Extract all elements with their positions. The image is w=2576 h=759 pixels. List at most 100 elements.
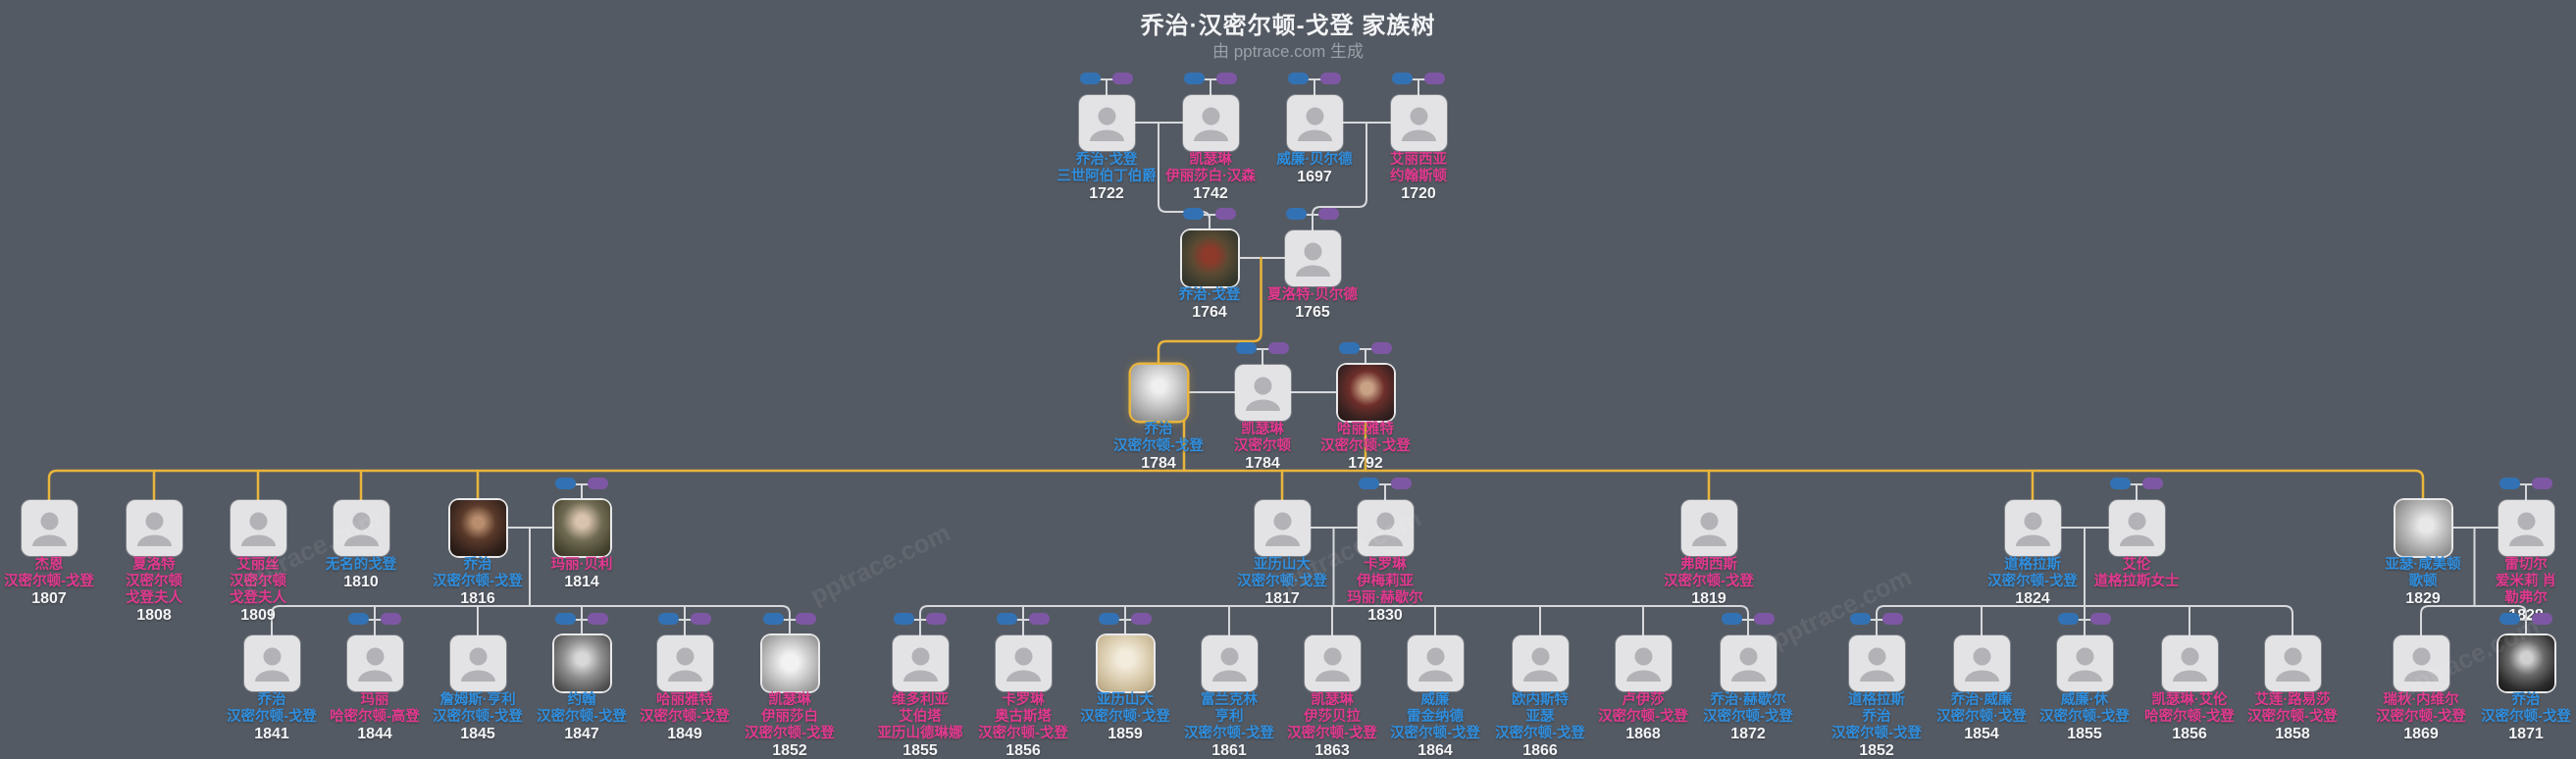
person-card-c09[interactable] [1098, 635, 1154, 691]
father-link-button[interactable] [1183, 208, 1204, 220]
mother-link-button[interactable] [1320, 73, 1341, 84]
mother-link-button[interactable] [381, 613, 401, 625]
person-silhouette-icon [1954, 635, 2010, 691]
person-silhouette-icon [244, 635, 300, 691]
father-link-button[interactable] [1236, 342, 1257, 354]
birth-year: 1866 [1476, 742, 1604, 759]
mother-link-button[interactable] [1754, 613, 1775, 625]
person-card-d1824[interactable] [2005, 500, 2061, 556]
father-link-button[interactable] [1286, 208, 1307, 220]
mother-link-button[interactable] [588, 613, 608, 625]
person-card-f1819[interactable] [1681, 500, 1737, 556]
person-card-c18[interactable] [2057, 635, 2113, 691]
father-link-button[interactable] [997, 613, 1017, 625]
person-card-c19[interactable] [2162, 635, 2218, 691]
father-link-button[interactable] [348, 613, 369, 625]
father-link-button[interactable] [1392, 73, 1413, 84]
person-card-root[interactable] [1131, 365, 1187, 421]
mother-link-button[interactable] [1318, 208, 1339, 220]
person-card-r1828[interactable] [2499, 500, 2554, 556]
father-link-button[interactable] [1359, 478, 1379, 489]
person-silhouette-icon [334, 500, 389, 556]
mother-link-button[interactable] [1216, 73, 1237, 84]
person-card-c20[interactable] [2265, 635, 2321, 691]
person-card-c07[interactable] [893, 635, 949, 691]
mother-link-button[interactable] [1391, 478, 1412, 489]
person-card-c1765[interactable] [1285, 230, 1341, 286]
person-card-c06[interactable] [762, 635, 818, 691]
person-card-car1830[interactable] [1358, 500, 1414, 556]
person-card-g1722[interactable] [1079, 95, 1135, 151]
father-link-button[interactable] [1339, 342, 1360, 354]
father-link-button[interactable] [1722, 613, 1742, 625]
person-card-c08[interactable] [996, 635, 1052, 691]
person-card-c03[interactable] [450, 635, 506, 691]
father-link-button[interactable] [894, 613, 914, 625]
father-link-button[interactable] [1288, 73, 1309, 84]
person-card-c21[interactable] [2394, 635, 2449, 691]
father-link-button[interactable] [2058, 613, 2079, 625]
father-link-button[interactable] [2499, 613, 2520, 625]
person-name: 乔治·赫歇尔汉密尔顿-戈登1872 [1684, 692, 1812, 742]
person-card-alice1809[interactable] [231, 500, 286, 556]
father-link-button[interactable] [763, 613, 784, 625]
person-card-c22[interactable] [2499, 635, 2554, 691]
mother-link-button[interactable] [1371, 342, 1392, 354]
mother-link-button[interactable] [2142, 478, 2163, 489]
person-card-k1784[interactable] [1235, 365, 1291, 421]
father-link-button[interactable] [658, 613, 679, 625]
mother-link-button[interactable] [926, 613, 947, 625]
person-card-ar1829[interactable] [2396, 500, 2451, 556]
mother-link-button[interactable] [691, 613, 711, 625]
person-card-k1742[interactable] [1183, 95, 1239, 151]
person-card-jane1807[interactable] [22, 500, 77, 556]
portrait-photo [2499, 635, 2554, 691]
mother-link-button[interactable] [1882, 613, 1903, 625]
father-link-button[interactable] [1184, 73, 1205, 84]
person-silhouette-icon [2265, 635, 2321, 691]
father-link-button[interactable] [555, 613, 576, 625]
mother-link-button[interactable] [2090, 613, 2111, 625]
father-link-button[interactable] [2499, 478, 2520, 489]
person-card-c13[interactable] [1513, 635, 1569, 691]
mother-link-button[interactable] [1131, 613, 1152, 625]
mother-link-button[interactable] [1268, 342, 1289, 354]
person-card-c16[interactable] [1849, 635, 1905, 691]
person-card-c02[interactable] [347, 635, 403, 691]
person-card-w1697[interactable] [1287, 95, 1343, 151]
father-link-button[interactable] [555, 478, 576, 489]
mother-link-button[interactable] [588, 478, 608, 489]
person-card-ellen[interactable] [2109, 500, 2165, 556]
father-link-button[interactable] [2110, 478, 2131, 489]
mother-link-button[interactable] [2532, 613, 2552, 625]
person-card-c12[interactable] [1408, 635, 1464, 691]
person-card-char1808[interactable] [127, 500, 182, 556]
person-card-m1814[interactable] [554, 500, 610, 556]
person-card-c01[interactable] [244, 635, 300, 691]
person-card-c14[interactable] [1616, 635, 1672, 691]
father-link-button[interactable] [1080, 73, 1101, 84]
person-card-g1764[interactable] [1182, 230, 1238, 286]
person-card-g1816[interactable] [450, 500, 506, 556]
mother-link-button[interactable] [1424, 73, 1445, 84]
father-link-button[interactable] [1099, 613, 1119, 625]
person-card-c15[interactable] [1721, 635, 1777, 691]
page-title: 乔治·汉密尔顿-戈登 家族树 [0, 6, 2576, 40]
person-card-c05[interactable] [657, 635, 713, 691]
mother-link-button[interactable] [796, 613, 816, 625]
person-silhouette-icon [657, 635, 713, 691]
mother-link-button[interactable] [1029, 613, 1050, 625]
person-card-h1792[interactable] [1338, 365, 1394, 421]
mother-link-button[interactable] [1112, 73, 1133, 84]
person-card-a1720[interactable] [1391, 95, 1447, 151]
mother-link-button[interactable] [2532, 478, 2552, 489]
person-card-c17[interactable] [1954, 635, 2010, 691]
person-card-c11[interactable] [1305, 635, 1361, 691]
person-card-al1817[interactable] [1255, 500, 1311, 556]
person-card-c10[interactable] [1202, 635, 1258, 691]
person-card-c04[interactable] [554, 635, 610, 691]
mother-link-button[interactable] [1215, 208, 1236, 220]
person-name: 玛丽·贝利1814 [518, 557, 645, 590]
father-link-button[interactable] [1850, 613, 1871, 625]
person-card-unnamed1810[interactable] [334, 500, 389, 556]
